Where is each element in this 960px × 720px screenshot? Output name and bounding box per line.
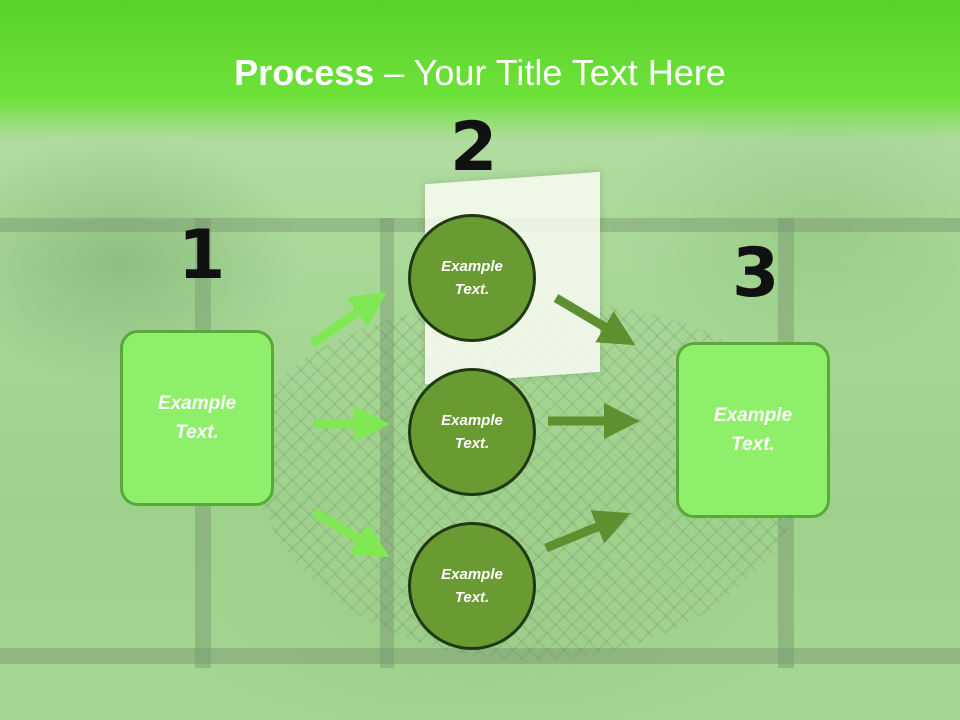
right-text-box[interactable]: Example Text. bbox=[676, 342, 830, 518]
title-rest: – Your Title Text Here bbox=[374, 52, 726, 93]
step-number-3: 3 bbox=[732, 234, 780, 313]
circle-top-text: Example Text. bbox=[441, 258, 503, 298]
slide-title: Process – Your Title Text Here bbox=[0, 52, 960, 94]
step-number-2: 2 bbox=[450, 108, 498, 187]
circle-top[interactable]: Example Text. bbox=[408, 214, 536, 342]
title-bold: Process bbox=[234, 52, 375, 93]
railing-bottom bbox=[0, 648, 960, 664]
circle-bottom[interactable]: Example Text. bbox=[408, 522, 536, 650]
left-box-text: Example Text. bbox=[157, 393, 237, 443]
circle-middle[interactable]: Example Text. bbox=[408, 368, 536, 496]
circle-bottom-text: Example Text. bbox=[441, 566, 503, 606]
left-text-box[interactable]: Example Text. bbox=[120, 330, 274, 506]
circle-middle-text: Example Text. bbox=[441, 412, 503, 452]
step-number-1: 1 bbox=[178, 216, 226, 295]
title-bar bbox=[0, 0, 960, 140]
right-box-text: Example Text. bbox=[713, 405, 793, 455]
